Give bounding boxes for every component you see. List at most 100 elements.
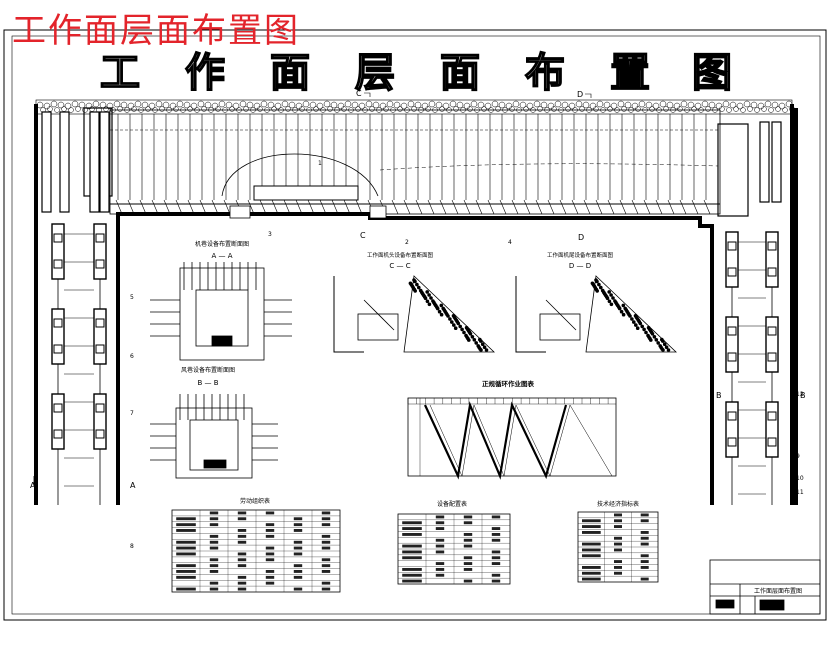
equipment-detail (727, 241, 737, 251)
goaf-rock (458, 324, 463, 329)
rock-stone (106, 102, 114, 110)
table-cell-text (293, 517, 303, 521)
rock-stone (554, 100, 562, 108)
equipment-unit (725, 401, 739, 458)
rock-stone (687, 101, 695, 109)
support-base (631, 199, 639, 215)
rock-stone (547, 102, 555, 110)
goaf-rock (411, 286, 416, 290)
overlay-title: 工作面层面布置图 (12, 11, 300, 51)
section-d-d-label: D — D (569, 262, 591, 270)
rock-stone (537, 106, 543, 112)
support-base (127, 199, 135, 215)
goaf-rock (634, 323, 638, 327)
cycle-chart: 正规循环作业图表 (407, 379, 617, 480)
goaf-rock (638, 321, 643, 326)
table-cell-text (463, 556, 473, 560)
rock-stone (372, 101, 380, 109)
rock-stone (565, 106, 571, 112)
table-cell-text (402, 533, 422, 536)
goaf-rock (646, 325, 651, 330)
rock-stone (561, 101, 569, 109)
goaf-rock (624, 308, 628, 312)
goaf-rock (442, 308, 447, 312)
table-cell-text (435, 527, 445, 530)
table-right-grid (577, 511, 659, 583)
rock-stone (64, 102, 72, 110)
rock-stone (782, 107, 788, 113)
support-base (223, 199, 231, 215)
goaf-rock (603, 293, 608, 298)
rock-stone (239, 100, 247, 108)
equipment-detail (727, 352, 737, 362)
table-cell-text (237, 564, 247, 568)
section-wall (333, 276, 364, 353)
table-cell-text (435, 562, 445, 565)
table-cell-text (293, 540, 303, 544)
section-b-b-label: B — B (197, 379, 218, 387)
equipment-detail (767, 411, 777, 421)
rock-stone (323, 100, 331, 108)
table-cell-text (402, 521, 422, 525)
callout: 5 (130, 294, 134, 301)
rock-stone (694, 102, 702, 110)
rock-stone (778, 102, 786, 110)
rock-stone (428, 100, 436, 108)
rock-stone (757, 102, 765, 110)
rock-stone (736, 102, 744, 110)
rock-stone (407, 100, 415, 108)
rock-stone (267, 101, 275, 109)
goaf-rock (480, 342, 485, 347)
support-base (175, 199, 183, 215)
table-left: 劳动组织表 (171, 497, 341, 593)
table-cell-text (237, 540, 247, 544)
table-cell-text (614, 519, 622, 523)
goaf-rock (607, 299, 612, 304)
rock-stone (729, 101, 737, 109)
goaf-rock (616, 303, 620, 308)
support-base (571, 199, 579, 215)
table-cell-text (614, 560, 622, 563)
rock-stone (505, 102, 513, 110)
goaf-rock (601, 290, 606, 295)
table-cell-text (491, 515, 501, 519)
rock-stone (747, 106, 753, 112)
section-d-d-title: 工作面机尾设备布置断面图 (547, 251, 614, 259)
equipment-detail (53, 318, 63, 328)
equipment-detail (95, 259, 105, 269)
table-cell-text (402, 568, 422, 571)
main-title: 工 作 面 层 面 布 置 图 (99, 49, 733, 97)
rock-stone (246, 101, 254, 109)
marker-c-arrow (364, 92, 371, 97)
sheet-border-outer (3, 29, 827, 621)
rock-stone (750, 101, 758, 109)
goaf-rock (605, 296, 610, 301)
section-d-d: 工作面机尾设备布置断面图 D — D (515, 251, 678, 353)
rock-stone (159, 106, 165, 112)
goaf-rock (434, 303, 438, 308)
goaf-rock (635, 326, 640, 331)
goaf-rock (454, 318, 459, 323)
equipment-detail (767, 352, 777, 362)
support-base (199, 199, 207, 215)
support-base (319, 199, 327, 215)
rock-stone (624, 101, 632, 109)
goaf-rock (656, 341, 660, 345)
table-cell-text (491, 562, 501, 565)
table-cell-text (209, 570, 219, 573)
rock-stone (484, 102, 492, 110)
rock-stone (169, 102, 177, 110)
section-strut (363, 299, 395, 331)
support-base (355, 199, 363, 215)
goaf-rock (661, 348, 665, 352)
section-wall (515, 276, 546, 353)
section-a-a: 机巷设备布置断面图 A — A (150, 240, 292, 361)
equipment-column (59, 111, 70, 213)
goaf-rock (632, 320, 636, 324)
equipment-detail (727, 411, 737, 421)
goaf-rock (642, 327, 646, 332)
goaf-rock (628, 314, 632, 318)
equipment-unit (725, 231, 739, 288)
rock-stone (327, 106, 333, 112)
table-cell-text (176, 546, 196, 550)
